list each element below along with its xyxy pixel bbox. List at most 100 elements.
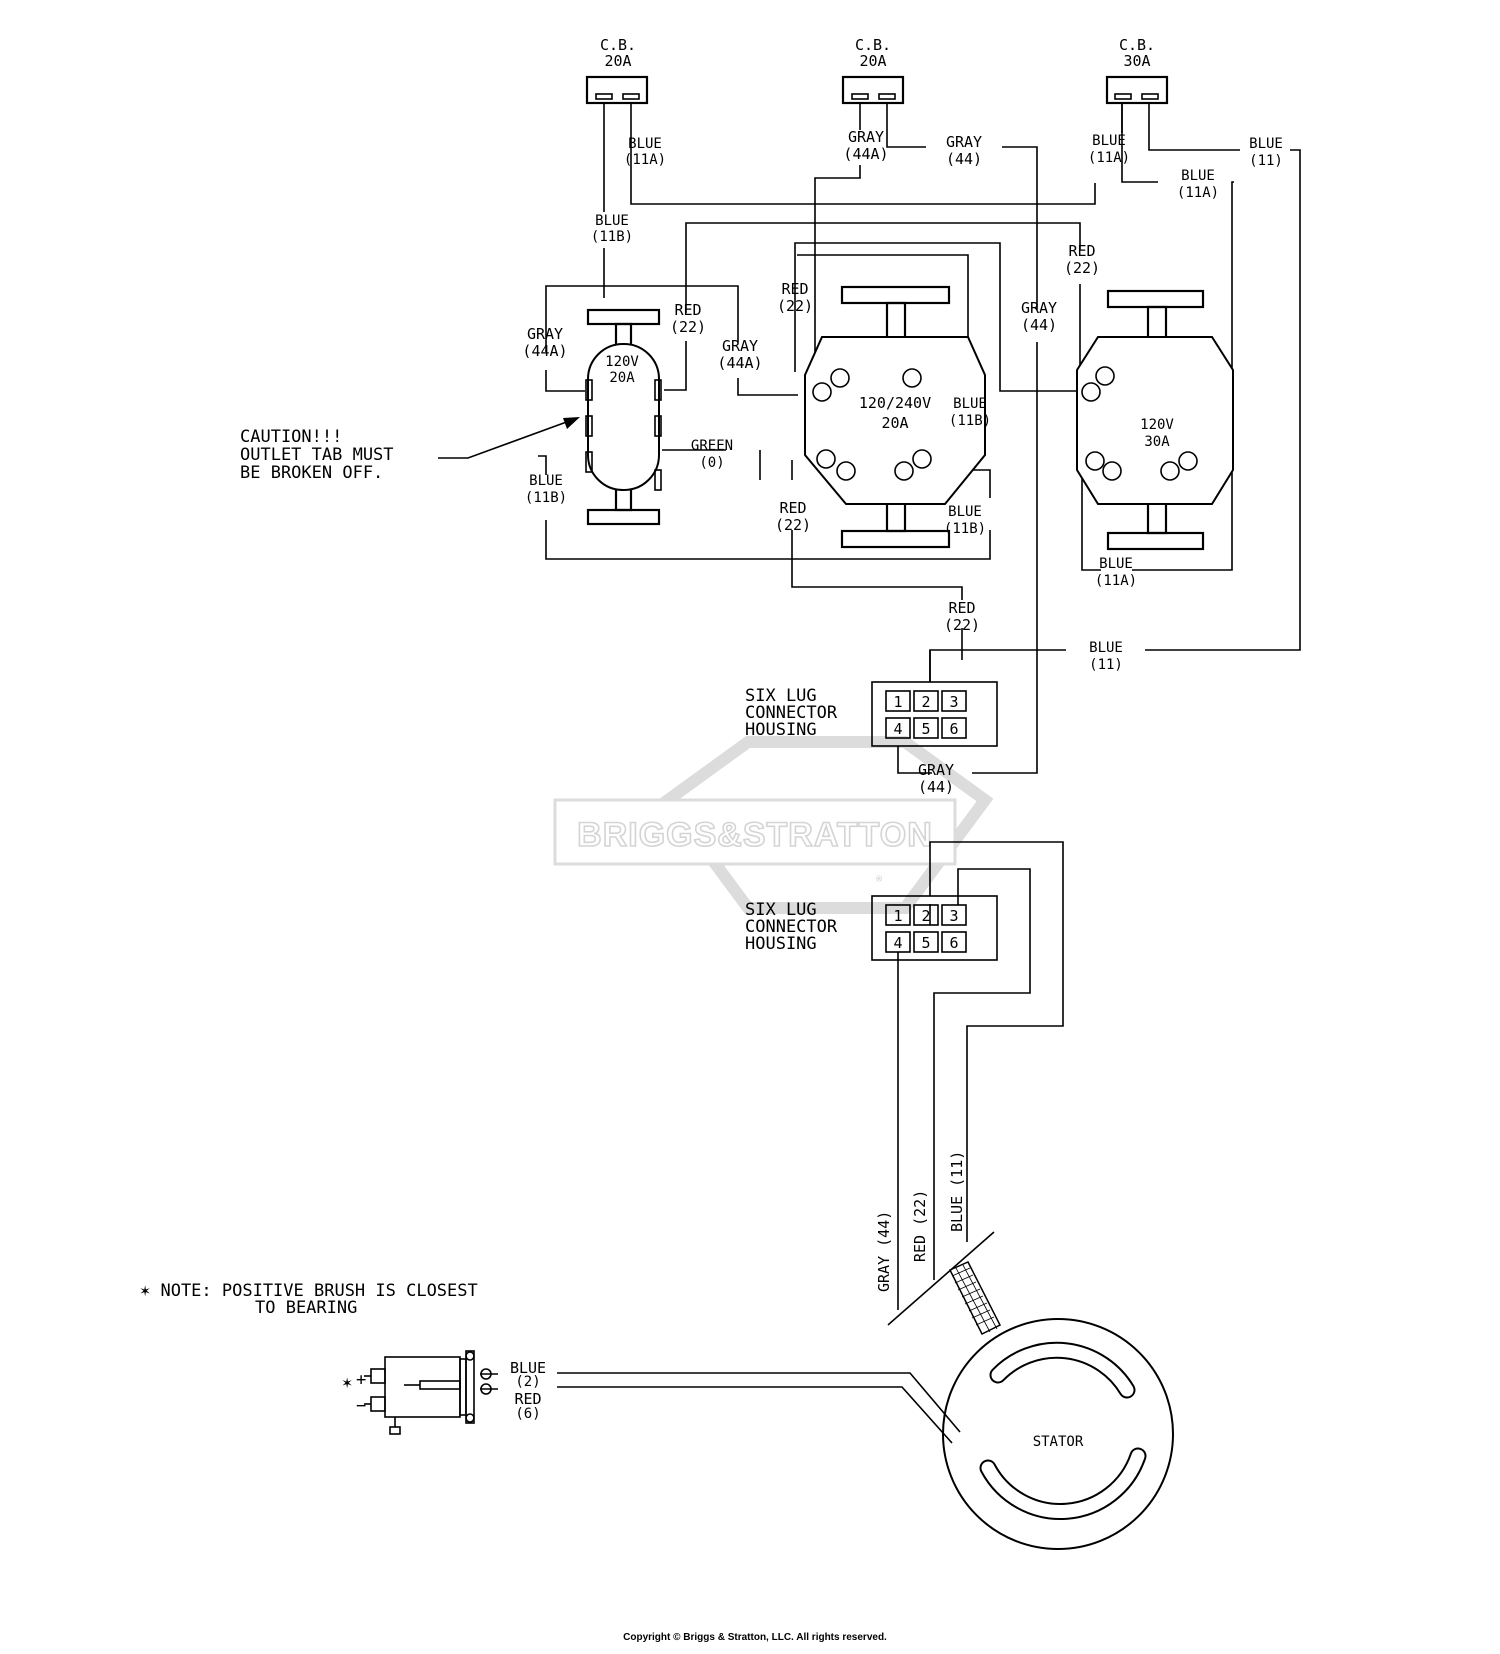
caution-line-1: OUTLET TAB MUST	[240, 445, 394, 465]
label-cb2-gray-a-code: (44A)	[843, 145, 888, 163]
lug-lower-2: 2	[921, 907, 930, 925]
outlet3-amperage: 30A	[1144, 434, 1170, 450]
label-o1-gray: GRAY	[527, 325, 563, 343]
stator-harness: GRAY (44) RED (22) BLUE (11)	[875, 841, 1064, 1336]
label-o2-blue: BLUE	[953, 396, 987, 412]
label-o3-blue-code: (11A)	[1095, 573, 1137, 589]
label-o2-blue-code: (11B)	[949, 413, 991, 429]
label-o2-red-low-code: (22)	[775, 516, 811, 534]
brush-minus-sign: −	[356, 1396, 366, 1416]
outlet-120-240v-20a: 120/240V 20A	[804, 285, 986, 549]
label-conn-gray: GRAY	[918, 761, 954, 779]
connector-upper-label-1: SIX LUG	[745, 686, 817, 706]
label-gray-right: GRAY	[1021, 299, 1057, 317]
outlet1-amperage: 20A	[609, 370, 635, 386]
connector-upper-label-3: HOUSING	[745, 720, 817, 740]
outlet2-amperage: 20A	[881, 414, 908, 432]
label-conn-blue: BLUE	[1089, 640, 1123, 656]
brush-note: ✶ NOTE: POSITIVE BRUSH IS CLOSEST TO BEA…	[140, 1281, 478, 1318]
lug-upper-1: 1	[893, 693, 902, 711]
label-cb2-gray: GRAY	[946, 133, 982, 151]
wire-labels-upper: BLUE (11A) BLUE (11B) GRAY (44A) GRAY (4…	[522, 128, 1282, 796]
cb1-rating: 20A	[604, 52, 631, 70]
label-o1-blue-code: (11B)	[525, 490, 567, 506]
lug-upper-6: 6	[949, 720, 958, 738]
label-cb3-blue-a-code: (11A)	[1088, 150, 1130, 166]
watermark-text: BRIGGS&STRATTON	[577, 816, 933, 854]
copyright-text: Copyright © Briggs & Stratton, LLC. All …	[623, 1632, 887, 1643]
label-brush-blue-code: (2)	[515, 1374, 540, 1390]
caution-title: CAUTION!!!	[240, 427, 342, 447]
label-o2-red-low: RED	[779, 499, 806, 517]
brush-plus-sign: +	[356, 1370, 366, 1390]
connector-lower-label-2: CONNECTOR	[745, 917, 838, 937]
outlet3-voltage: 120V	[1140, 417, 1174, 433]
label-o3-blue: BLUE	[1099, 556, 1133, 572]
label-red-top-code: (22)	[1064, 259, 1100, 277]
label-o1-red: RED	[674, 301, 701, 319]
cb3-title: C.B.	[1119, 36, 1155, 54]
lug-lower-1: 1	[893, 907, 902, 925]
label-cb1-blue-code: (11A)	[624, 152, 666, 168]
label-o1-blue: BLUE	[529, 473, 563, 489]
outlet-120v-20a: 120V 20A	[585, 308, 662, 526]
label-o2-red-code: (22)	[777, 297, 813, 315]
label-cb3-blue-a2-code: (11A)	[1177, 185, 1219, 201]
stator: STATOR	[942, 1318, 1174, 1550]
label-cb2-gray-a: GRAY	[848, 128, 884, 146]
circuit-breaker-3: C.B. 30A	[1105, 36, 1169, 105]
lug-upper-4: 4	[893, 720, 902, 738]
label-brush-blue: BLUE	[510, 1359, 546, 1377]
upper-wiring	[538, 103, 1301, 774]
connector-lower-label-1: SIX LUG	[745, 900, 817, 920]
cb3-rating: 30A	[1123, 52, 1150, 70]
label-o2-blue-low-code: (11B)	[944, 521, 986, 537]
label-harness-blue: BLUE (11)	[948, 1151, 966, 1232]
lug-upper-2: 2	[921, 693, 930, 711]
label-conn-gray-code: (44)	[918, 778, 954, 796]
circuit-breaker-2: C.B. 20A	[841, 36, 905, 105]
circuit-breaker-1: C.B. 20A	[585, 36, 649, 105]
label-brush-red: RED	[514, 1390, 541, 1408]
label-cb3-blue: BLUE	[1249, 136, 1283, 152]
lug-lower-3: 3	[949, 907, 958, 925]
note-line-1: ✶ NOTE: POSITIVE BRUSH IS CLOSEST	[140, 1281, 478, 1301]
lug-upper-5: 5	[921, 720, 930, 738]
connector-lower: SIX LUG CONNECTOR HOUSING 1 2 3 4 5 6	[745, 895, 998, 961]
lug-lower-4: 4	[893, 934, 902, 952]
cb2-rating: 20A	[859, 52, 886, 70]
label-cb3-blue-a2: BLUE	[1181, 168, 1215, 184]
label-conn-blue-code: (11)	[1089, 657, 1123, 673]
cb2-title: C.B.	[855, 36, 891, 54]
label-brush-red-code: (6)	[515, 1406, 540, 1422]
label-o1-red-code: (22)	[670, 318, 706, 336]
label-conn-red: RED	[948, 599, 975, 617]
brush-assembly: ✶ + −	[342, 1350, 492, 1435]
connector-lower-label-3: HOUSING	[745, 934, 817, 954]
watermark-registered-mark: ®	[876, 874, 883, 885]
outlet-120v-30a: 120V 30A	[1076, 289, 1234, 551]
watermark-logo: BRIGGS&STRATTON ®	[553, 736, 994, 914]
lug-upper-3: 3	[949, 693, 958, 711]
label-o1-gray-code: (44A)	[522, 342, 567, 360]
connector-upper: SIX LUG CONNECTOR HOUSING 1 2 3 4 5 6	[745, 650, 998, 774]
label-conn-red-code: (22)	[944, 616, 980, 634]
stator-label: STATOR	[1033, 1434, 1084, 1450]
connector-upper-label-2: CONNECTOR	[745, 703, 838, 723]
note-line-2: TO BEARING	[255, 1298, 357, 1318]
label-cb2-gray-code: (44)	[946, 150, 982, 168]
label-o2-gray-code: (44A)	[717, 354, 762, 372]
brush-leads: BLUE (2) RED (6)	[480, 1359, 961, 1444]
label-o1-green: GREEN	[691, 438, 733, 454]
label-o2-red: RED	[781, 280, 808, 298]
outlet2-voltage: 120/240V	[859, 394, 931, 412]
lug-lower-6: 6	[949, 934, 958, 952]
cb1-title: C.B.	[600, 36, 636, 54]
label-cb3-blue-code: (11)	[1249, 153, 1283, 169]
caution-line-2: BE BROKEN OFF.	[240, 463, 383, 483]
label-gray-right-code: (44)	[1021, 316, 1057, 334]
label-o2-gray: GRAY	[722, 337, 758, 355]
lug-lower-5: 5	[921, 934, 930, 952]
